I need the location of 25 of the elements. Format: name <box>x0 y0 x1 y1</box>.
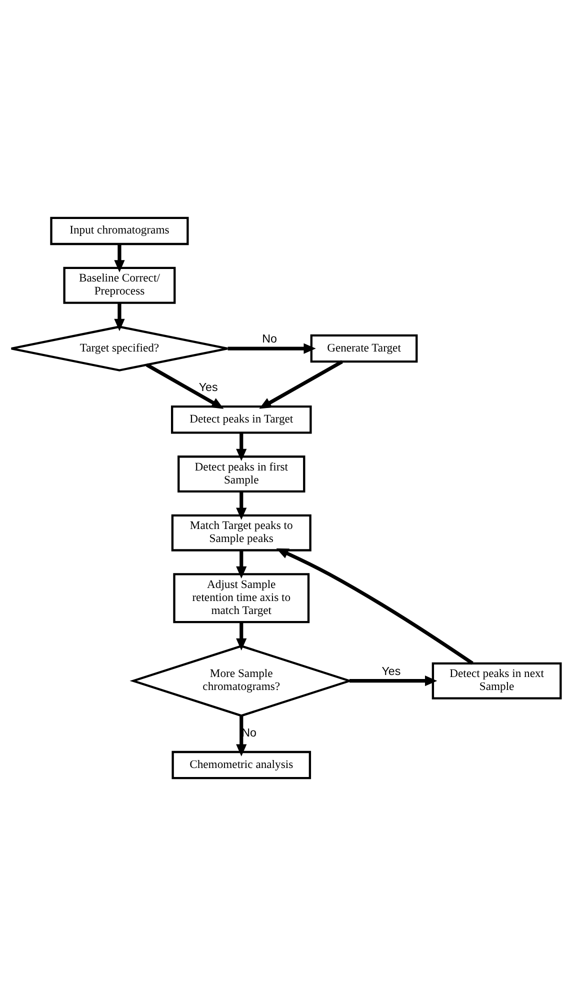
node-box: Chemometric analysis <box>172 750 312 779</box>
arrow <box>146 362 224 408</box>
arrow <box>236 622 247 650</box>
node-box: Detect peaks in next Sample <box>432 662 562 699</box>
node-diamond: Target specified? <box>10 325 229 371</box>
arrow <box>276 548 474 664</box>
arrow <box>236 550 247 578</box>
node-box: Generate Target <box>310 334 418 362</box>
node-box: Input chromatograms <box>50 216 189 245</box>
node-box: Baseline Correct/ Preprocess <box>63 266 176 304</box>
edge-label: Yes <box>198 380 218 394</box>
arrow <box>350 675 438 686</box>
arrow <box>236 715 247 756</box>
arrow <box>236 491 247 520</box>
arrow <box>114 244 125 272</box>
node-box: Detect peaks in first Sample <box>178 455 306 492</box>
node-box: Adjust Sample retention time axis to match Target <box>173 572 310 623</box>
arrow <box>114 302 125 331</box>
node-box: Detect peaks in Target <box>170 404 312 434</box>
arrow <box>236 432 247 460</box>
edge-label: No <box>262 332 277 346</box>
node-box: Match Target peaks to Sample peaks <box>171 514 312 551</box>
arrow <box>228 342 316 354</box>
edge-label: Yes <box>382 664 401 678</box>
arrow <box>259 360 343 408</box>
